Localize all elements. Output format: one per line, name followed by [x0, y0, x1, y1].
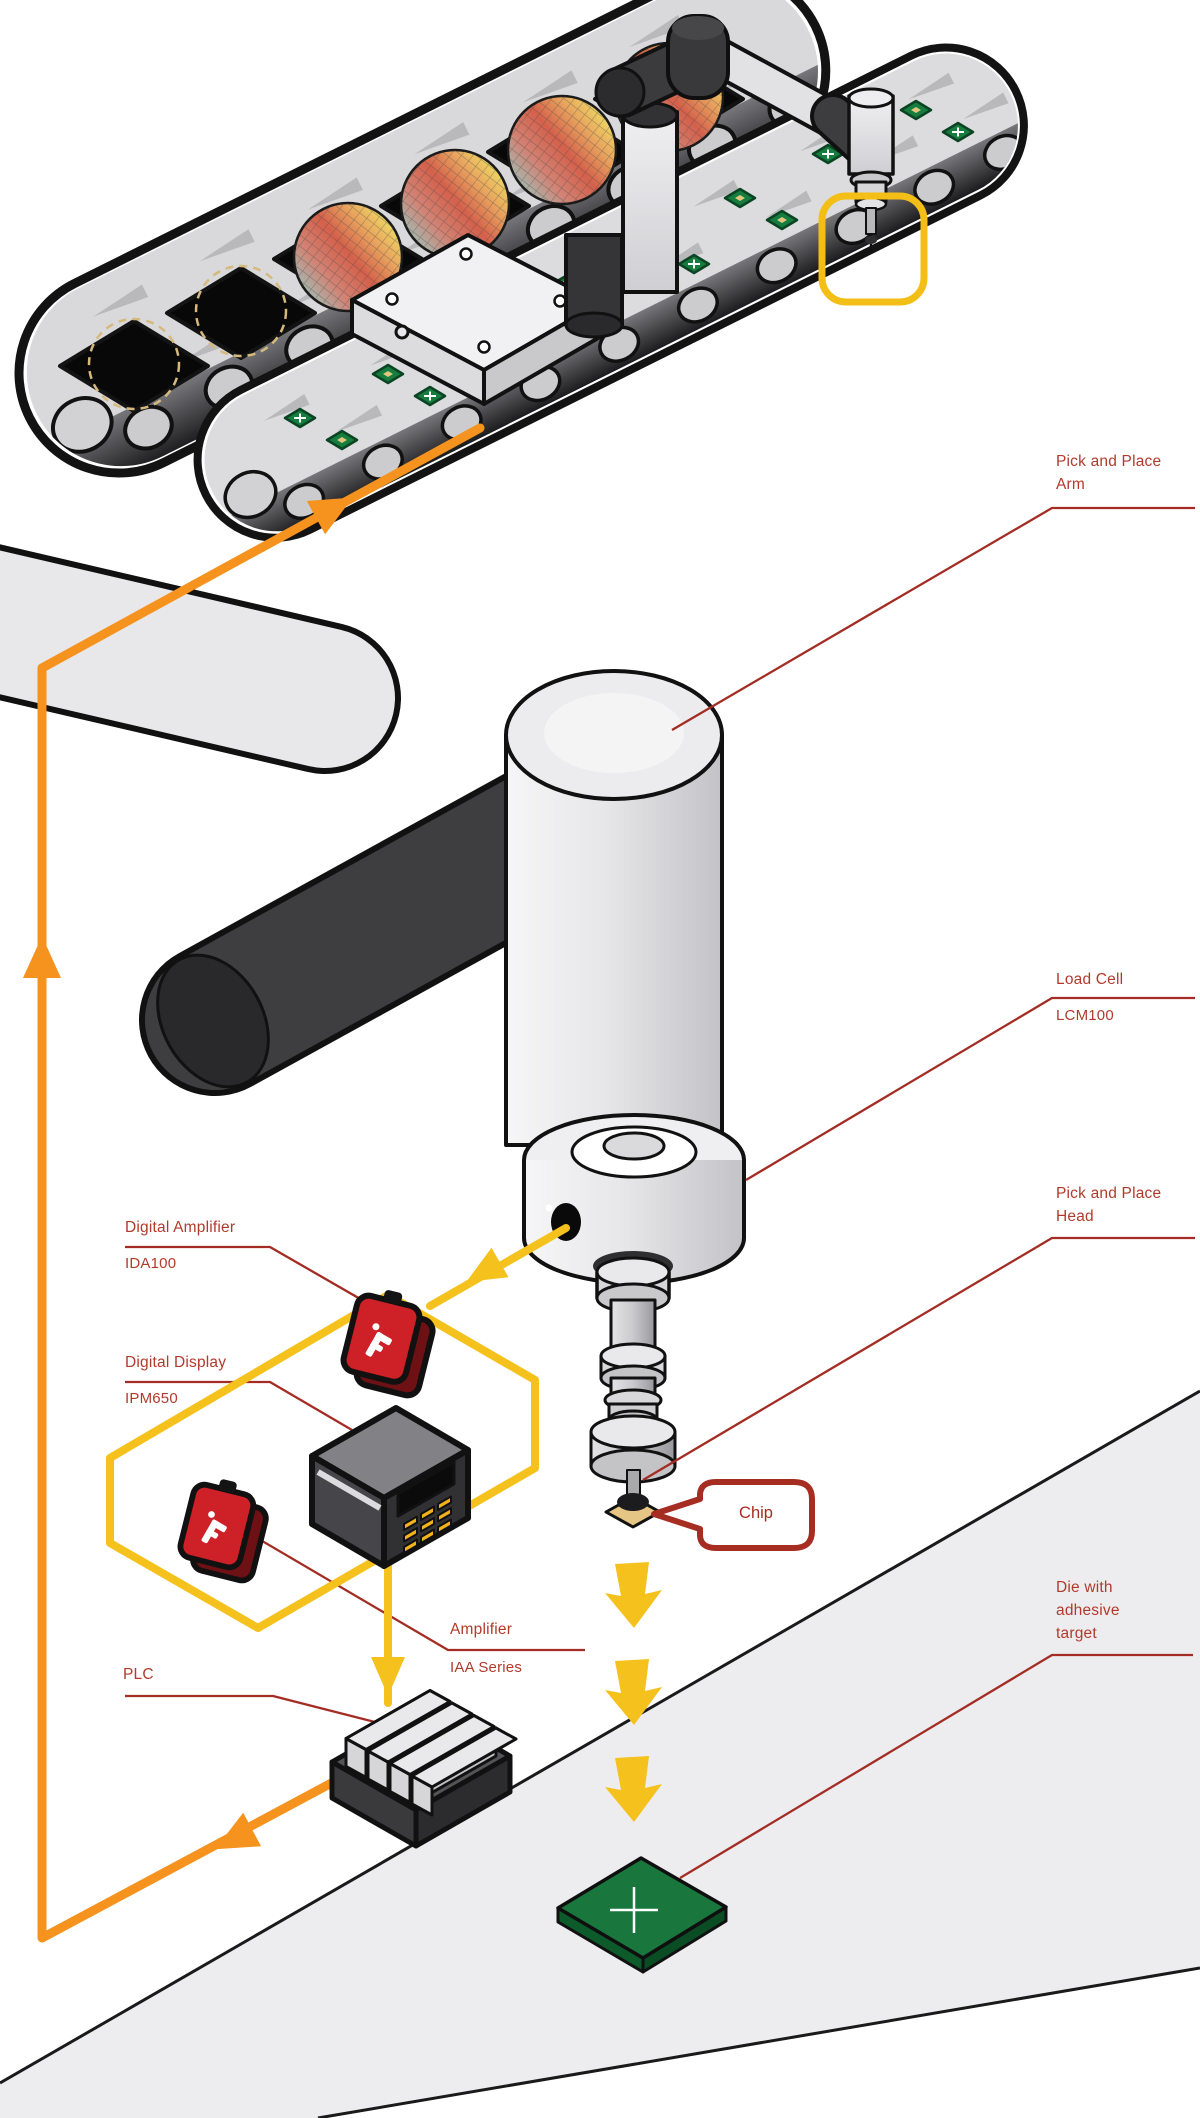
placement-arrows — [605, 1562, 662, 1822]
device-button — [218, 1479, 237, 1494]
chip — [765, 209, 799, 231]
flow-arrowhead — [23, 936, 61, 978]
display-screen — [396, 1460, 456, 1518]
arm-dark-link — [139, 762, 621, 1096]
leader-load-cell — [745, 996, 1195, 1181]
chip — [325, 429, 359, 451]
silicon-wafer — [399, 148, 511, 260]
digital-amplifier-device — [340, 1290, 436, 1399]
label-plc: PLC — [123, 1666, 154, 1683]
pick-and-place-head — [589, 1251, 677, 1529]
chip — [723, 187, 757, 209]
label-chip-callout: Chip — [739, 1504, 773, 1522]
chip — [677, 253, 711, 275]
flow-arrowhead — [306, 497, 353, 535]
scara-robot — [350, 14, 895, 406]
plc-modules — [344, 1689, 518, 1817]
chip — [413, 385, 447, 407]
label-amplifier-model: IAA Series — [450, 1659, 523, 1676]
label-digital-amplifier: Digital Amplifier — [125, 1219, 236, 1236]
robot-column — [564, 101, 679, 339]
label-amplifier: Amplifier — [450, 1621, 513, 1638]
leader-die-target — [679, 1653, 1193, 1879]
label-load-cell: Load Cell — [1056, 971, 1124, 988]
digital-display-device — [309, 1405, 471, 1569]
chip-callout-bubble — [651, 1479, 815, 1551]
table-front-edge-line — [317, 1966, 1200, 2118]
frame-tube — [0, 544, 401, 774]
chip — [283, 407, 317, 429]
device-button — [383, 1290, 403, 1305]
silicon-wafer — [292, 201, 404, 313]
vacuum-nozzle — [617, 1493, 649, 1511]
leader-pick-place-arm — [671, 506, 1195, 731]
target-cross-icon — [610, 1887, 658, 1933]
brand-logo-icon — [365, 1323, 392, 1357]
leader-pick-place-head — [642, 1236, 1195, 1481]
die-with-adhesive-target — [556, 1856, 728, 1974]
load-cell — [522, 1113, 746, 1285]
label-load-cell-model: LCM100 — [1056, 1007, 1114, 1024]
chip — [899, 99, 933, 121]
flow-loop-orange — [23, 423, 485, 1943]
leader-amplifier — [239, 1527, 585, 1652]
signal-wires-yellow — [106, 1224, 570, 1707]
label-pick-and-place-arm: Pick and Place Arm — [1056, 453, 1162, 493]
amplifier-device — [177, 1479, 269, 1584]
signal-arrowhead — [466, 1247, 509, 1282]
flow-arrowhead — [215, 1812, 262, 1850]
leader-digital-display — [125, 1380, 353, 1431]
brand-logo-icon — [201, 1511, 227, 1544]
label-digital-display-model: IPM650 — [125, 1390, 178, 1407]
leader-digital-amplifier — [125, 1245, 396, 1320]
empty-wafer-outline — [87, 317, 181, 411]
empty-wafer-outline — [194, 264, 288, 358]
display-keypad — [403, 1495, 452, 1554]
chip — [941, 121, 975, 143]
leader-lines — [125, 506, 1195, 1879]
base-cable-port — [394, 324, 410, 340]
label-pick-and-place-head: Pick and Place Head — [1056, 1185, 1162, 1225]
signal-arrowhead — [371, 1657, 405, 1696]
chip — [371, 363, 405, 385]
label-digital-amplifier-model: IDA100 — [125, 1255, 177, 1272]
silicon-wafer — [506, 94, 618, 206]
label-digital-display: Digital Display — [125, 1354, 227, 1371]
display-stripe — [316, 1469, 382, 1511]
arm-vertical-cylinder — [504, 669, 724, 1147]
highlight-box — [818, 192, 928, 306]
table-edge-line — [0, 1389, 1200, 2085]
table-surface — [0, 1389, 1200, 2118]
plc-device — [329, 1689, 518, 1849]
pick-and-place-arm — [139, 669, 746, 1529]
label-die-target: Die with adhesive target — [1056, 1579, 1120, 1642]
